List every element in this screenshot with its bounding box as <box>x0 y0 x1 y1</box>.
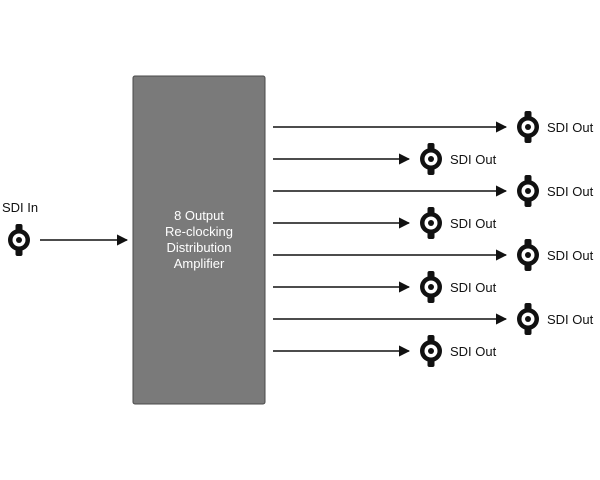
output-label: SDI Out <box>547 184 594 199</box>
output-label: SDI Out <box>450 216 497 231</box>
output-row: SDI Out <box>273 303 594 335</box>
bnc-connector-icon <box>517 111 539 143</box>
input-label: SDI In <box>2 200 38 215</box>
output-row: SDI Out <box>273 239 594 271</box>
output-label: SDI Out <box>450 152 497 167</box>
output-row: SDI Out <box>273 207 497 239</box>
bnc-connector-icon <box>517 303 539 335</box>
amplifier-label-line-3: Distribution <box>166 240 231 255</box>
amplifier-block: 8 Output Re-clocking Distribution Amplif… <box>132 75 266 405</box>
output-label: SDI Out <box>547 248 594 263</box>
amplifier-box <box>132 75 266 405</box>
bnc-connector-icon <box>420 271 442 303</box>
output-label: SDI Out <box>547 312 594 327</box>
bnc-connector-icon <box>8 224 30 256</box>
output-label: SDI Out <box>547 120 594 135</box>
bnc-connector-icon <box>517 175 539 207</box>
output-row: SDI Out <box>273 175 594 207</box>
output-label: SDI Out <box>450 280 497 295</box>
output-label: SDI Out <box>450 344 497 359</box>
bnc-connector-icon <box>420 143 442 175</box>
bnc-connector-icon <box>420 335 442 367</box>
input-group: SDI In <box>2 200 129 256</box>
amplifier-label-line-4: Amplifier <box>174 256 225 271</box>
output-row: SDI Out <box>273 271 497 303</box>
bnc-connector-icon <box>420 207 442 239</box>
amplifier-label-line-2: Re-clocking <box>165 224 233 239</box>
amplifier-label-line-1: 8 Output <box>174 208 224 223</box>
bnc-connector-icon <box>517 239 539 271</box>
output-row: SDI Out <box>273 143 497 175</box>
output-row: SDI Out <box>273 335 497 367</box>
output-row: SDI Out <box>273 111 594 143</box>
